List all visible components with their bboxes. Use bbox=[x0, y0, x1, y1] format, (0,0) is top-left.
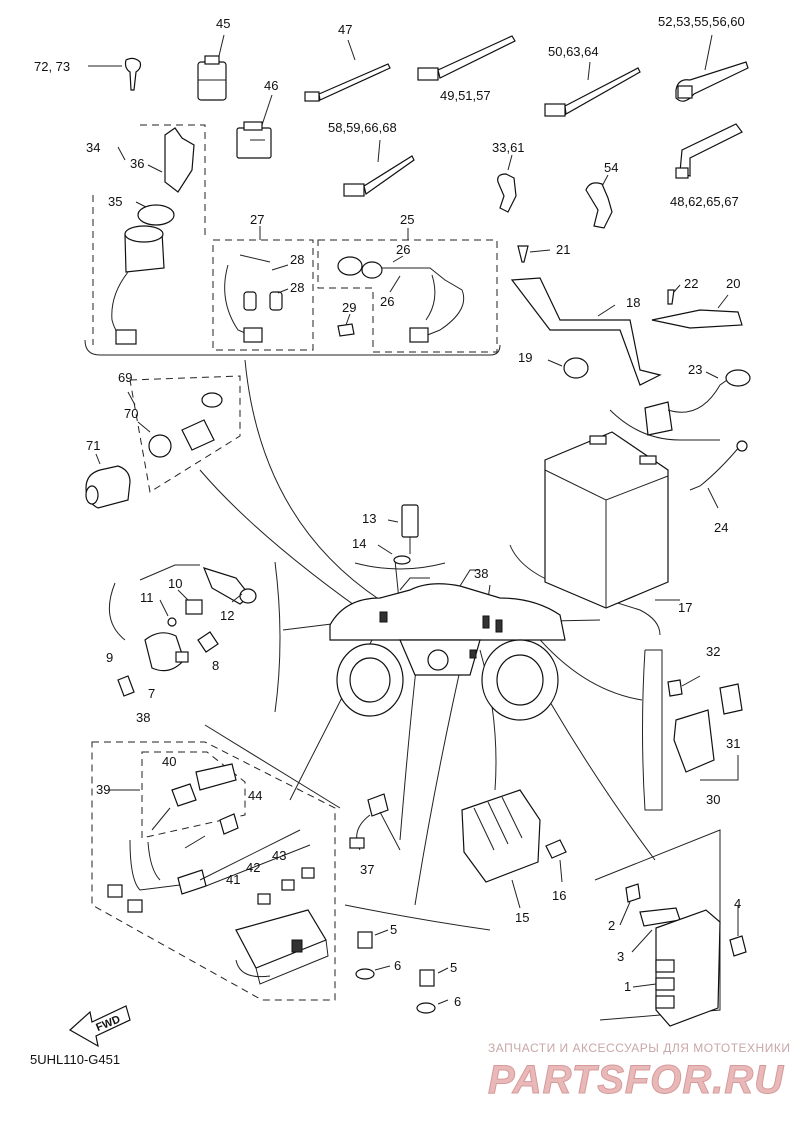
battery-terminals bbox=[644, 369, 751, 509]
callout-35: 35 bbox=[108, 194, 122, 209]
wire-harness-38 bbox=[107, 763, 329, 985]
fuse-29 bbox=[337, 313, 355, 337]
callout-25: 25 bbox=[400, 212, 414, 227]
bolts-5-6 bbox=[355, 929, 449, 1014]
diagram-code: 5UHL110-G451 bbox=[30, 1052, 120, 1067]
connector-45 bbox=[197, 34, 227, 101]
watermark-logo: PARTSFOR.RU bbox=[488, 1058, 784, 1102]
callout-45: 45 bbox=[216, 16, 230, 31]
harness-27 bbox=[224, 226, 289, 343]
callout-9: 9 bbox=[106, 650, 113, 665]
callout-48-62: 48,62,65,67 bbox=[670, 194, 739, 209]
callout-29: 29 bbox=[342, 300, 356, 315]
callout-70: 70 bbox=[124, 406, 138, 421]
callout-38a: 38 bbox=[474, 566, 488, 581]
callout-32: 32 bbox=[706, 644, 720, 659]
callout-28a: 28 bbox=[290, 252, 304, 267]
callout-17: 17 bbox=[678, 600, 692, 615]
callout-30: 30 bbox=[706, 792, 720, 807]
callout-43: 43 bbox=[272, 848, 286, 863]
callout-1: 1 bbox=[624, 979, 631, 994]
callout-3: 3 bbox=[617, 949, 624, 964]
callout-14: 14 bbox=[352, 536, 366, 551]
callout-5b: 5 bbox=[450, 960, 457, 975]
main-switch bbox=[111, 127, 195, 345]
callout-4: 4 bbox=[734, 896, 741, 911]
callout-33-61: 33,61 bbox=[492, 140, 525, 155]
callout-34: 34 bbox=[86, 140, 100, 155]
callout-labels: 1 2 3 4 5 5 6 6 7 8 9 10 11 12 13 14 15 … bbox=[34, 14, 745, 1009]
callout-11: 11 bbox=[140, 590, 154, 605]
callout-21: 21 bbox=[556, 242, 570, 257]
atv-illustration bbox=[329, 569, 566, 721]
group-boxes bbox=[91, 124, 498, 1001]
callout-69: 69 bbox=[118, 370, 132, 385]
callout-50-63: 50,63,64 bbox=[548, 44, 599, 59]
switch-37 bbox=[349, 793, 401, 851]
callout-7: 7 bbox=[148, 686, 155, 701]
battery bbox=[544, 409, 720, 609]
callout-72-73: 72, 73 bbox=[34, 59, 70, 74]
callout-37: 37 bbox=[360, 862, 374, 877]
fwd-arrow-icon bbox=[68, 1005, 131, 1048]
callout-8: 8 bbox=[212, 658, 219, 673]
callout-22: 22 bbox=[684, 276, 698, 291]
callout-58-59: 58,59,66,68 bbox=[328, 120, 397, 135]
callout-31: 31 bbox=[726, 736, 740, 751]
accessory-socket bbox=[85, 391, 223, 509]
callout-36: 36 bbox=[130, 156, 144, 171]
callout-6b: 6 bbox=[454, 994, 461, 1009]
connector-46 bbox=[236, 94, 273, 159]
callout-10: 10 bbox=[168, 576, 182, 591]
cable-ties bbox=[304, 35, 641, 197]
harness-25 bbox=[337, 228, 465, 343]
callout-46: 46 bbox=[264, 78, 278, 93]
key-part bbox=[88, 57, 142, 91]
callout-27: 27 bbox=[250, 212, 264, 227]
ecu-1 bbox=[619, 883, 747, 1027]
callout-49-51: 49,51,57 bbox=[440, 88, 491, 103]
relay-30 bbox=[667, 675, 743, 781]
callout-26a: 26 bbox=[396, 242, 410, 257]
callout-44: 44 bbox=[248, 788, 262, 803]
callout-13: 13 bbox=[362, 511, 376, 526]
callout-38b: 38 bbox=[136, 710, 150, 725]
callout-19: 19 bbox=[518, 350, 532, 365]
clamps bbox=[497, 34, 749, 229]
callout-41: 41 bbox=[226, 872, 240, 887]
callout-18: 18 bbox=[626, 295, 640, 310]
callout-71: 71 bbox=[86, 438, 100, 453]
callout-42: 42 bbox=[246, 860, 260, 875]
callout-40: 40 bbox=[162, 754, 176, 769]
callout-52-53: 52,53,55,56,60 bbox=[658, 14, 745, 29]
callout-28b: 28 bbox=[290, 280, 304, 295]
callout-23: 23 bbox=[688, 362, 702, 377]
callout-47: 47 bbox=[338, 22, 352, 37]
watermark-tagline: ЗАПЧАСТИ И АКСЕССУАРЫ ДЛЯ МОТОТЕХНИКИ bbox=[488, 1041, 790, 1055]
callout-54: 54 bbox=[604, 160, 618, 175]
relay-7 bbox=[108, 564, 257, 697]
callout-16: 16 bbox=[552, 888, 566, 903]
callout-24: 24 bbox=[714, 520, 728, 535]
callout-6a: 6 bbox=[394, 958, 401, 973]
callout-26b: 26 bbox=[380, 294, 394, 309]
callout-2: 2 bbox=[608, 918, 615, 933]
sensor-13 bbox=[354, 504, 446, 570]
callout-20: 20 bbox=[726, 276, 740, 291]
callout-39: 39 bbox=[96, 782, 110, 797]
rectifier-15 bbox=[461, 789, 567, 909]
battery-bracket bbox=[510, 245, 743, 386]
callout-5a: 5 bbox=[390, 922, 397, 937]
callout-12: 12 bbox=[220, 608, 234, 623]
callout-15: 15 bbox=[515, 910, 529, 925]
fwd-label: FWD bbox=[94, 1013, 122, 1034]
